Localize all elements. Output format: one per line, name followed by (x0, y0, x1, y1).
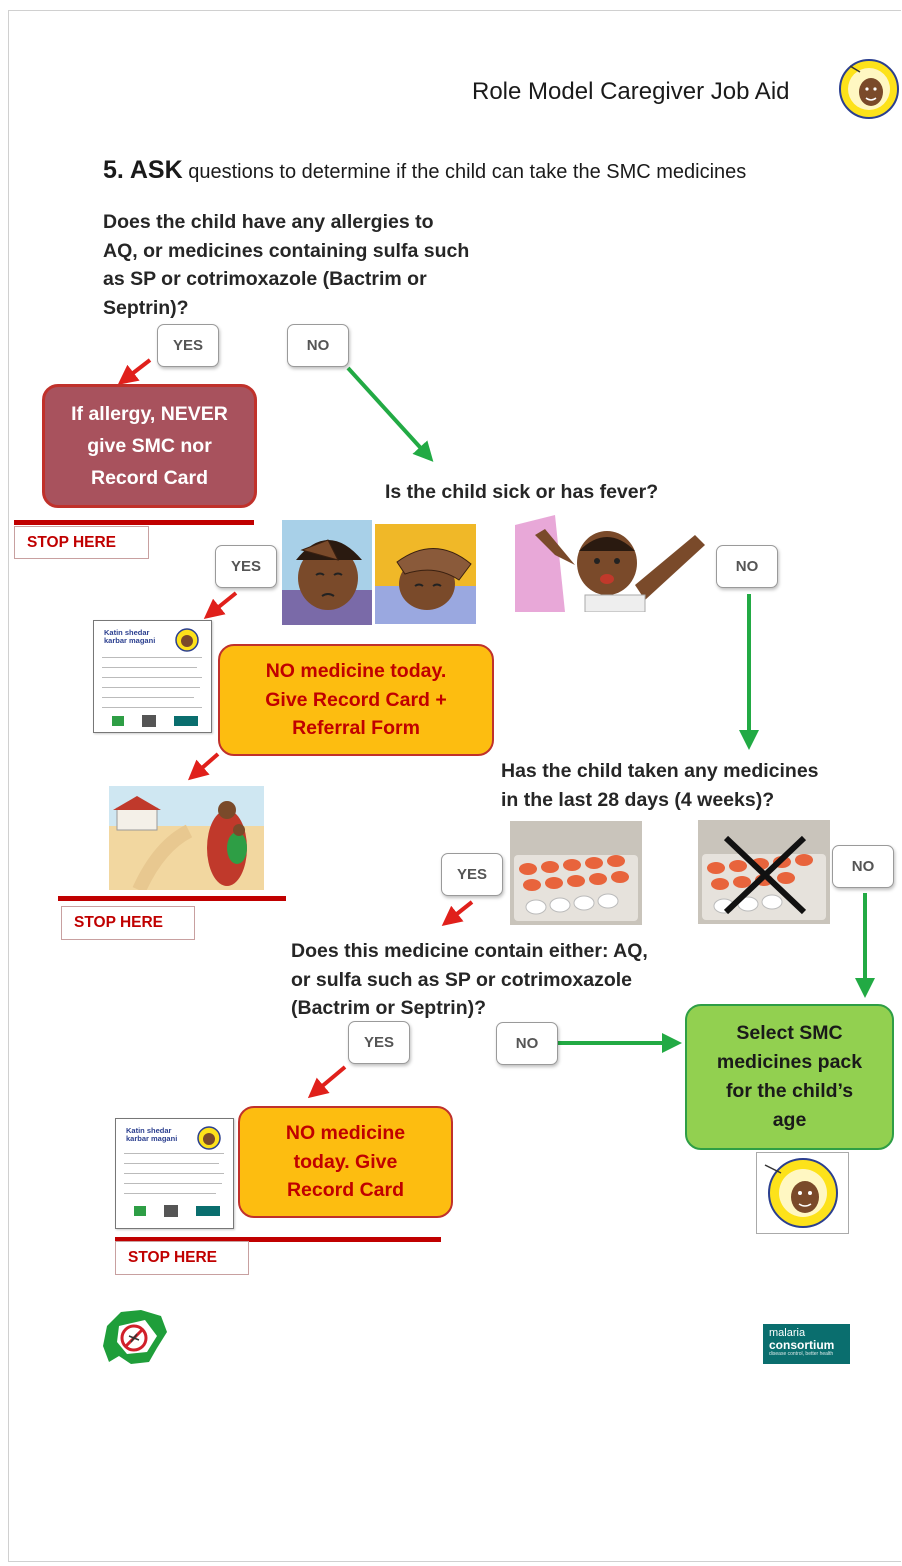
smc-pack-logo (764, 1158, 838, 1228)
step-text: questions to determine if the child can … (188, 161, 747, 183)
q2-no-button[interactable]: NO (716, 545, 778, 588)
stop-divider-2 (58, 896, 286, 901)
no-medicine-record-card-box: NO medicine today. Give Record Card (238, 1106, 453, 1218)
record-card-title: Katin shedar karbar magani (126, 1126, 178, 1143)
arrow-q2-yes (203, 591, 238, 620)
smc-seal-logo (839, 59, 899, 119)
q2-yes-button[interactable]: YES (215, 545, 277, 588)
q1-yes-button[interactable]: YES (157, 324, 219, 367)
q3-yes-button[interactable]: YES (441, 853, 503, 896)
no-tablets-image (698, 820, 830, 924)
arrow-q4-yes (307, 1065, 347, 1099)
malaria-consortium-logo: malaria consortium disease control, bett… (763, 1324, 850, 1364)
question-medicine-content: Does this medicine contain either: AQ, o… (291, 940, 648, 1019)
step-heading: 5. ASK questions to determine if the chi… (103, 156, 746, 185)
stop-here-label-1: STOP HERE (14, 526, 149, 559)
tablets-image (510, 821, 642, 925)
question-allergies: Does the child have any allergies to AQ,… (103, 211, 470, 319)
stop-here-label-2: STOP HERE (61, 906, 195, 940)
stop-here-label-3: STOP HERE (115, 1241, 249, 1275)
record-card-image-2: Katin shedar karbar magani (115, 1118, 234, 1229)
stop-divider-1 (14, 520, 254, 525)
smc-pack-logo-frame (756, 1152, 849, 1234)
question-recent-medicines: Has the child taken any medicines in the… (501, 760, 819, 811)
arrow-q1-yes (117, 358, 152, 385)
question-sick-fever: Is the child sick or has fever? (385, 481, 659, 503)
q4-yes-button[interactable]: YES (348, 1021, 410, 1064)
step-number: 5. ASK (103, 156, 183, 184)
arrow-q2-yes-2 (187, 752, 220, 781)
q4-no-button[interactable]: NO (496, 1022, 558, 1065)
sick-child-image (282, 520, 372, 625)
q1-no-button[interactable]: NO (287, 324, 349, 367)
healthy-child-image (515, 515, 707, 612)
page-title: Role Model Caregiver Job Aid (472, 78, 790, 105)
select-smc-pack-box: Select SMC medicines pack for the child’… (685, 1004, 894, 1150)
arrow-q1-no (346, 366, 434, 462)
health-facility-image (109, 786, 264, 890)
allergy-warning-box: If allergy, NEVER give SMC nor Record Ca… (42, 384, 257, 508)
child-fever-image (375, 524, 476, 624)
q3-no-button[interactable]: NO (832, 845, 894, 888)
no-medicine-referral-box: NO medicine today. Give Record Card + Re… (218, 644, 494, 756)
arrow-q3-yes (441, 900, 474, 926)
record-card-title: Katin shedar karbar magani (104, 628, 156, 645)
nigeria-map-logo (103, 1310, 167, 1364)
cross-mark-icon (723, 835, 807, 915)
record-card-image-1: Katin shedar karbar magani (93, 620, 212, 733)
stop-divider-3 (115, 1237, 441, 1242)
